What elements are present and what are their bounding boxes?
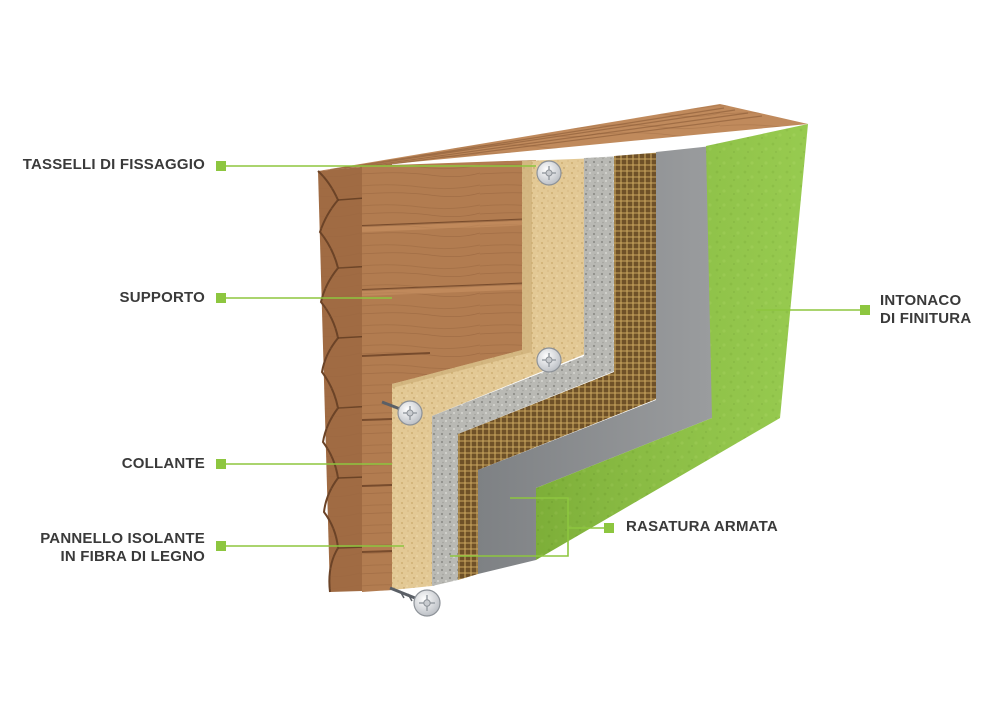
fixing-plug-middle <box>536 347 562 373</box>
label-tasselli-di-fissaggio: TASSELLI DI FISSAGGIO <box>23 156 205 174</box>
marker-pannello <box>216 541 226 551</box>
marker-rasatura <box>604 523 614 533</box>
label-line: IN FIBRA DI LEGNO <box>60 548 205 565</box>
marker-supporto <box>216 293 226 303</box>
leader-markers <box>216 161 870 551</box>
label-line: COLLANTE <box>121 455 205 472</box>
adhesive-layer <box>432 156 622 586</box>
label-line: TASSELLI DI FISSAGGIO <box>22 156 205 173</box>
leader-lines <box>222 165 862 557</box>
label-line: SUPPORTO <box>119 289 205 306</box>
marker-tasselli <box>216 161 226 171</box>
label-intonaco-di-finitura: INTONACO DI FINITURA <box>880 292 971 328</box>
label-rasatura-armata: RASATURA ARMATA <box>626 518 778 536</box>
wood-support <box>361 160 537 592</box>
fixing-plug-top <box>536 160 562 186</box>
label-line: RASATURA ARMATA <box>626 518 778 535</box>
skim-coat <box>478 146 712 574</box>
fixing-plug-bottom <box>389 586 441 617</box>
label-line: PANNELLO ISOLANTE <box>40 530 205 547</box>
marker-intonaco <box>860 305 870 315</box>
leader-rasatura <box>450 497 606 557</box>
finish-plaster <box>536 124 808 560</box>
wall-top-face <box>318 104 808 171</box>
label-supporto: SUPPORTO <box>119 289 205 307</box>
label-line: DI FINITURA <box>880 310 972 327</box>
reinforcement-mesh <box>458 152 664 580</box>
fixing-plug-left <box>381 400 423 426</box>
label-line: INTONACO <box>880 292 962 309</box>
insulation-panel <box>392 158 600 590</box>
label-collante: COLLANTE <box>122 455 205 473</box>
label-pannello-isolante: PANNELLO ISOLANTE IN FIBRA DI LEGNO <box>40 530 205 566</box>
marker-collante <box>216 459 226 469</box>
